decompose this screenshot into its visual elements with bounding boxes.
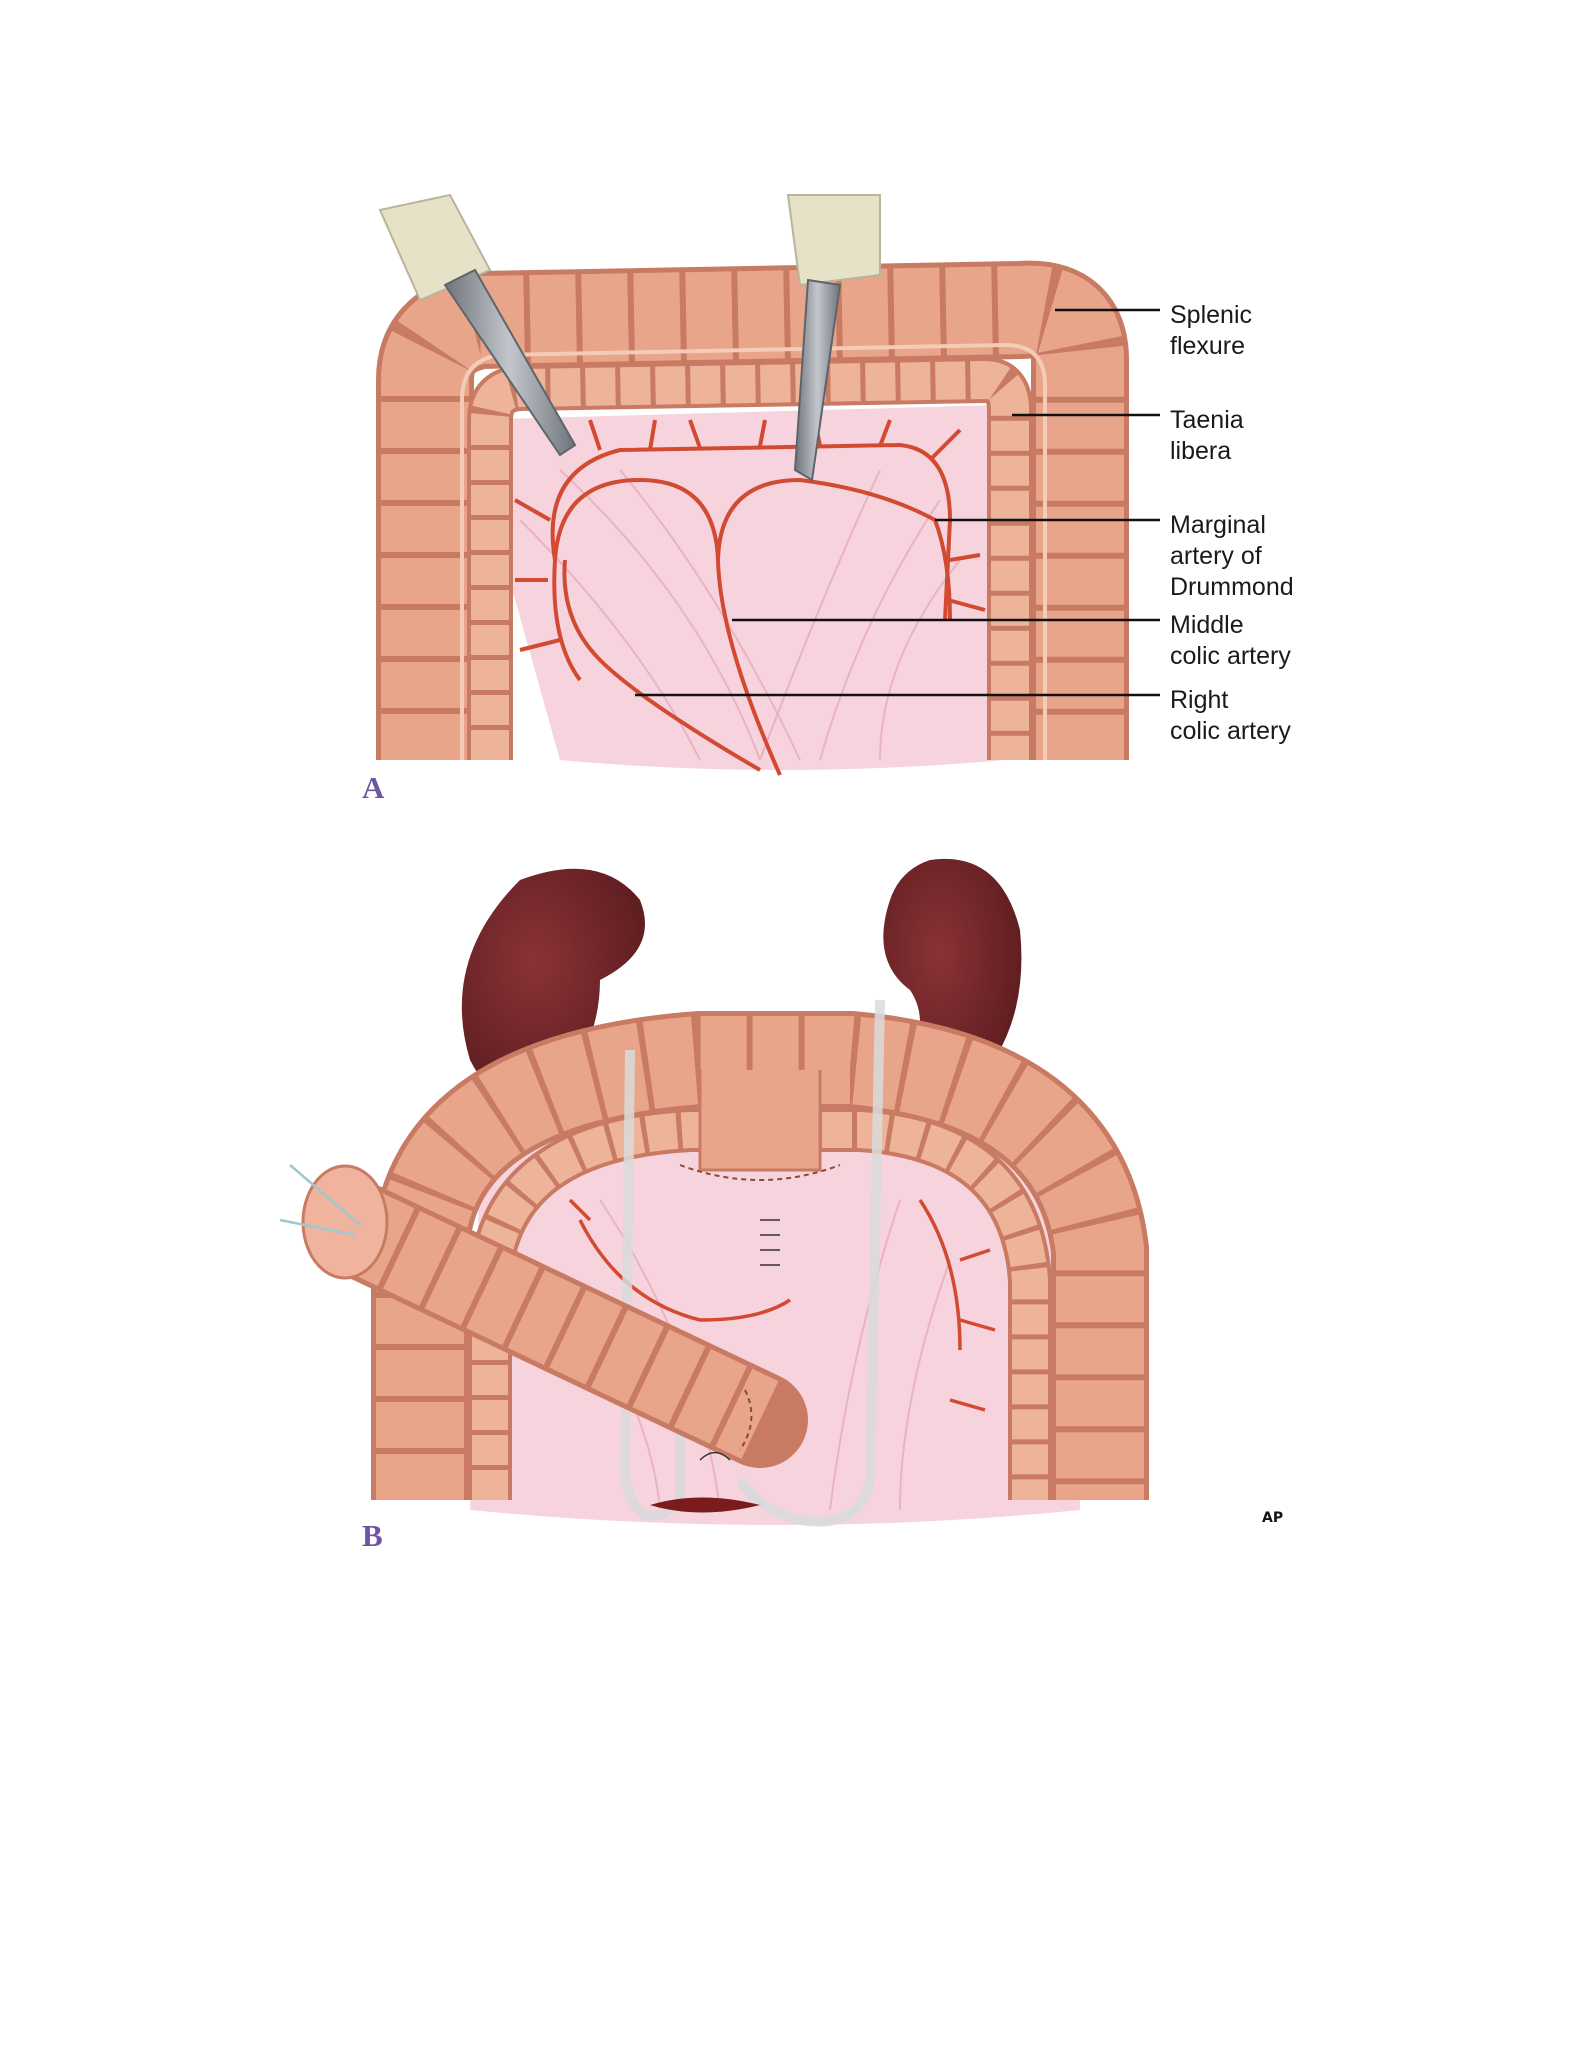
label-right-colic-artery: Right colic artery — [1170, 686, 1291, 745]
right-colic-artery — [562, 559, 762, 772]
pelvic-opening — [650, 1497, 760, 1513]
panel-b-illustration — [279, 858, 1149, 1527]
leader-lines-a — [635, 308, 1160, 697]
label-middle-colic-artery: Middle colic artery — [1170, 611, 1291, 670]
panel-letter-b: B — [362, 1518, 383, 1553]
panel-letter-a: A — [362, 770, 385, 805]
stitches — [699, 1219, 780, 1461]
label-taenia-libera: Taenia libera — [1170, 406, 1244, 465]
pulled-through-colon — [301, 1164, 808, 1468]
mesentery-a — [465, 405, 1005, 770]
mesentery-folds-a — [519, 469, 961, 761]
kidney-left — [461, 868, 645, 1100]
colon-b — [371, 1011, 1149, 1500]
marginal-artery — [550, 442, 953, 621]
kidney-right — [883, 858, 1022, 1096]
label-splenic-flexure: Splenic flexure — [1170, 301, 1252, 360]
retractor-right — [786, 194, 881, 482]
label-marginal-artery: Marginal artery of Drummond — [1170, 511, 1294, 601]
colon-a — [376, 260, 1129, 760]
suture-threads — [279, 1164, 361, 1237]
middle-colic-artery — [552, 477, 782, 776]
artist-credit: AP — [1262, 1510, 1284, 1526]
colon-stump — [301, 1164, 389, 1280]
arteries-a — [514, 419, 986, 776]
panel-a-illustration — [376, 193, 1160, 776]
retractor-left — [378, 193, 577, 457]
